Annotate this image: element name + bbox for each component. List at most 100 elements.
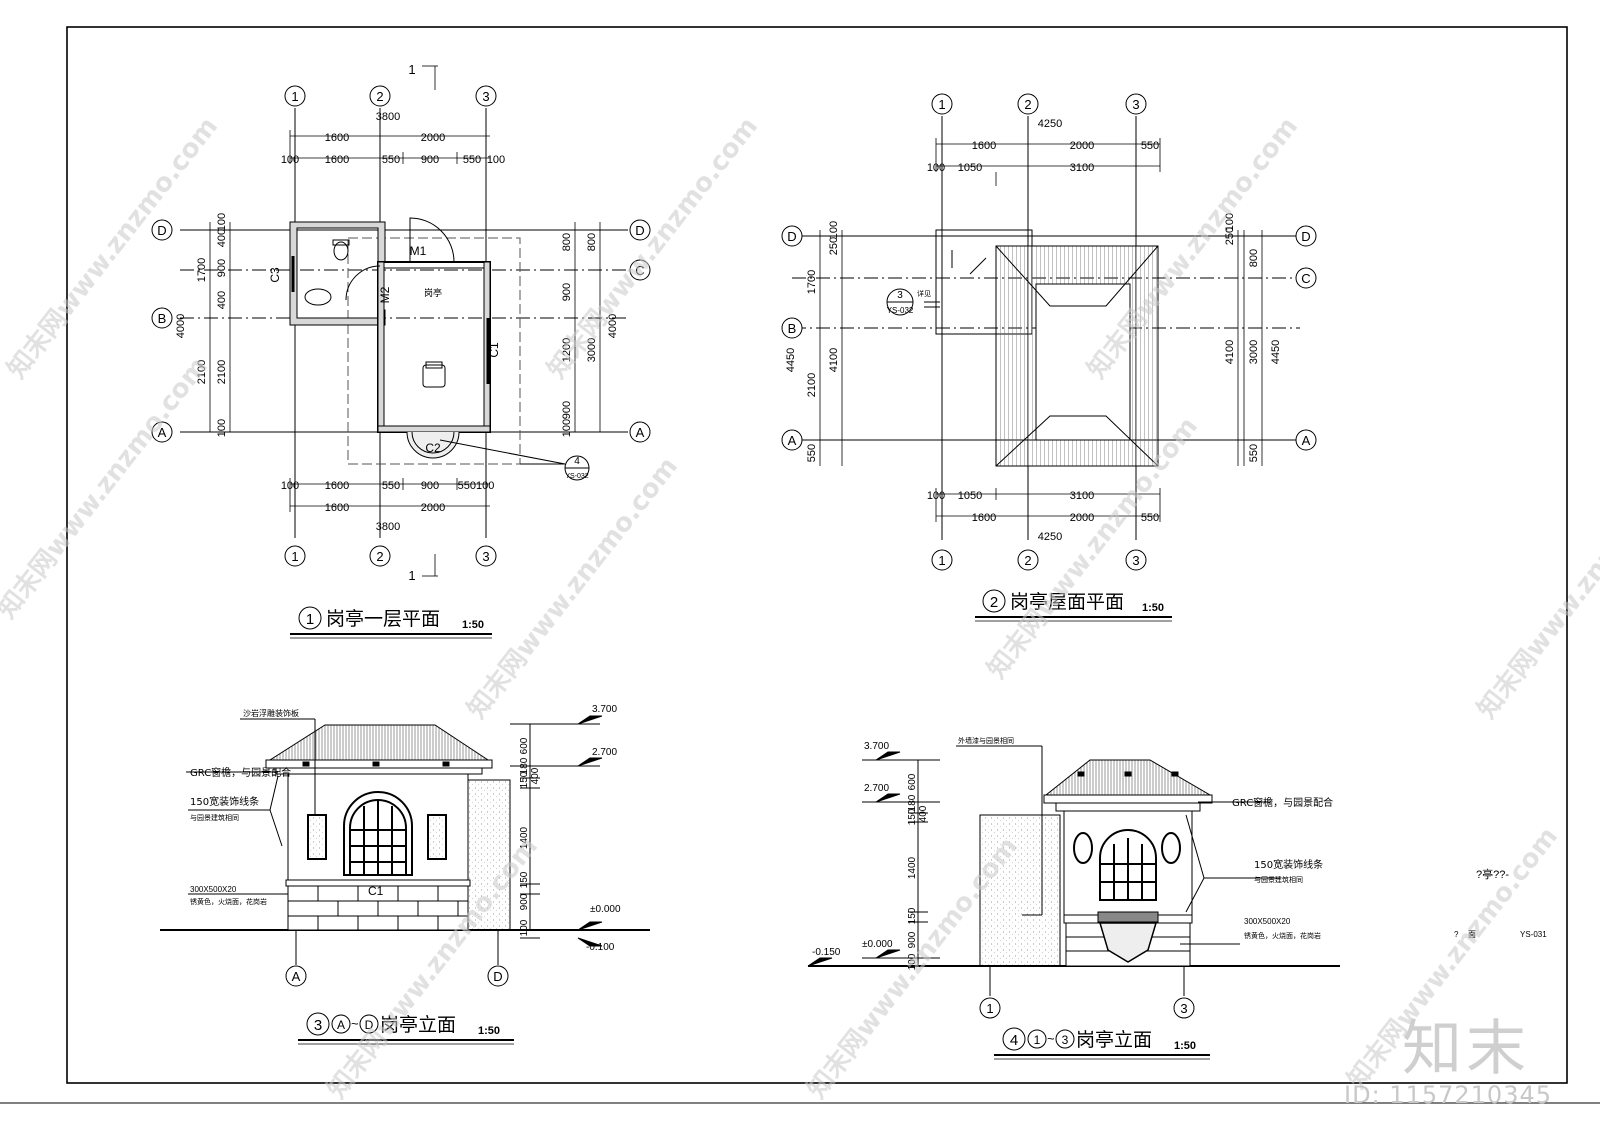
axis-label: 3 (482, 549, 489, 564)
elev3-caption: 3 A ~ D 岗亭立面 1:50 (298, 1012, 514, 1045)
axis-label: A (158, 425, 167, 440)
svg-text:3: 3 (314, 1017, 322, 1034)
axis-label: C (635, 263, 644, 278)
svg-text:4250: 4250 (1038, 531, 1062, 543)
svg-text:100: 100 (828, 221, 840, 239)
svg-text:900: 900 (519, 893, 530, 910)
watermark-id: ID: 1157210345 (1344, 1081, 1552, 1109)
svg-text:100: 100 (927, 490, 945, 502)
svg-text:150宽装饰线条: 150宽装饰线条 (1254, 858, 1323, 871)
svg-text:D: D (787, 229, 796, 244)
svg-text:3: 3 (1062, 1033, 1069, 1047)
svg-text:4250: 4250 (1038, 118, 1062, 130)
svg-text:400: 400 (216, 229, 228, 247)
plan2-text: 1 2 3 1 2 3 D B A D C A 4250 1600 2000 5… (785, 97, 1311, 568)
svg-text:1600: 1600 (972, 140, 996, 152)
svg-text:1:50: 1:50 (478, 1025, 500, 1037)
svg-text:3: 3 (1132, 97, 1139, 112)
watermark-layer: 知末网www.znzmo.com 知末网www.znzmo.com 知末网www… (0, 112, 1600, 1104)
svg-text:D: D (365, 1018, 374, 1032)
svg-text:800: 800 (561, 233, 573, 251)
svg-text:GRC窗檐，与园景配合: GRC窗檐，与园景配合 (1232, 796, 1333, 809)
svg-text:面: 面 (1468, 930, 1476, 939)
svg-text:详见: 详见 (917, 289, 931, 298)
svg-text:2.700: 2.700 (592, 747, 617, 758)
svg-text:150: 150 (519, 871, 530, 888)
dim: 900 (421, 480, 439, 492)
svg-text:1050: 1050 (958, 490, 982, 502)
dim: 550 (463, 154, 481, 166)
svg-text:150宽装饰线条: 150宽装饰线条 (190, 795, 259, 808)
svg-text:A: A (337, 1018, 345, 1032)
svg-text:A: A (788, 433, 797, 448)
axis-label: 1 (291, 549, 298, 564)
svg-text:1: 1 (306, 611, 314, 628)
svg-text:4: 4 (1010, 1032, 1018, 1049)
svg-text:1:50: 1:50 (1142, 602, 1164, 614)
svg-text:300X500X20: 300X500X20 (1244, 917, 1291, 926)
svg-text:?亭??-: ?亭??- (1476, 867, 1509, 881)
svg-text:900: 900 (907, 931, 918, 948)
dim: 550 (382, 154, 400, 166)
svg-text:3100: 3100 (1070, 162, 1094, 174)
svg-text:岗亭立面: 岗亭立面 (380, 1014, 456, 1036)
svg-text:900: 900 (561, 283, 573, 301)
section-mark: 1 (408, 568, 415, 583)
svg-text:1:50: 1:50 (462, 619, 484, 631)
svg-text:沙岩浮雕装饰板: 沙岩浮雕装饰板 (243, 708, 299, 718)
svg-text:1: 1 (986, 1001, 993, 1016)
svg-text:550: 550 (1248, 444, 1260, 462)
watermark-logo: 知末 (1402, 1014, 1530, 1084)
svg-text:4450: 4450 (1270, 340, 1282, 364)
svg-text:400: 400 (530, 767, 541, 784)
svg-text:100: 100 (216, 419, 228, 437)
detail-num: 4 (574, 456, 580, 467)
room-label: M2 (378, 286, 392, 303)
svg-text:550: 550 (806, 444, 818, 462)
dim: 100 (281, 154, 299, 166)
svg-text:800: 800 (1248, 249, 1260, 267)
svg-text:3: 3 (1132, 553, 1139, 568)
svg-text:2: 2 (1024, 553, 1031, 568)
svg-text:100: 100 (519, 919, 530, 936)
plan1-axis-bubbles (151, 85, 651, 567)
dim: 900 (421, 154, 439, 166)
room-label: C2 (425, 441, 441, 455)
elevation-a-d (160, 715, 650, 965)
svg-text:3.700: 3.700 (592, 704, 617, 715)
svg-text:2: 2 (990, 594, 998, 611)
dim: 1600 (325, 154, 349, 166)
svg-text:550: 550 (1141, 512, 1159, 524)
svg-text:3000: 3000 (586, 338, 598, 362)
svg-text:B: B (788, 321, 797, 336)
svg-text:1:50: 1:50 (1174, 1040, 1196, 1052)
svg-text:3100: 3100 (1070, 490, 1094, 502)
svg-text:锈黄色，火烧面，花岗岩: 锈黄色，火烧面，花岗岩 (190, 897, 267, 906)
title-block: ?亭??- ? 面 YS-031 (1454, 867, 1547, 939)
room-label: C3 (268, 267, 282, 283)
svg-text:800: 800 (586, 233, 598, 251)
axis-label: D (157, 223, 166, 238)
svg-text:知末网www.znzmo.com: 知末网www.znzmo.com (2, 112, 224, 384)
svg-text:?: ? (1454, 930, 1459, 939)
svg-text:GRC窗檐，与园景配合: GRC窗檐，与园景配合 (190, 766, 291, 779)
svg-text:3: 3 (897, 290, 903, 301)
plan1-caption: 1 岗亭一层平面 1:50 (290, 606, 492, 639)
svg-text:C1: C1 (368, 884, 384, 898)
svg-text:400: 400 (216, 291, 228, 309)
svg-text:4450: 4450 (785, 348, 797, 372)
svg-text:1200: 1200 (561, 338, 573, 362)
svg-text:2: 2 (1024, 97, 1031, 112)
dim: 1600 (325, 502, 349, 514)
svg-text:100: 100 (927, 162, 945, 174)
svg-text:2100: 2100 (216, 360, 228, 384)
svg-text:YS-031: YS-031 (1520, 930, 1547, 939)
svg-text:3.700: 3.700 (864, 741, 889, 752)
room-label: 岗亭 (424, 287, 442, 299)
svg-text:4100: 4100 (828, 348, 840, 372)
elev4-text: 1 3 3.700 2.700 ±0.000 -0.150 外墙漆与园景相同 G… (812, 736, 1333, 1016)
dim: 550100 (458, 480, 495, 492)
svg-text:2100: 2100 (196, 360, 208, 384)
svg-text:600: 600 (907, 773, 918, 790)
svg-text:100: 100 (561, 419, 573, 437)
